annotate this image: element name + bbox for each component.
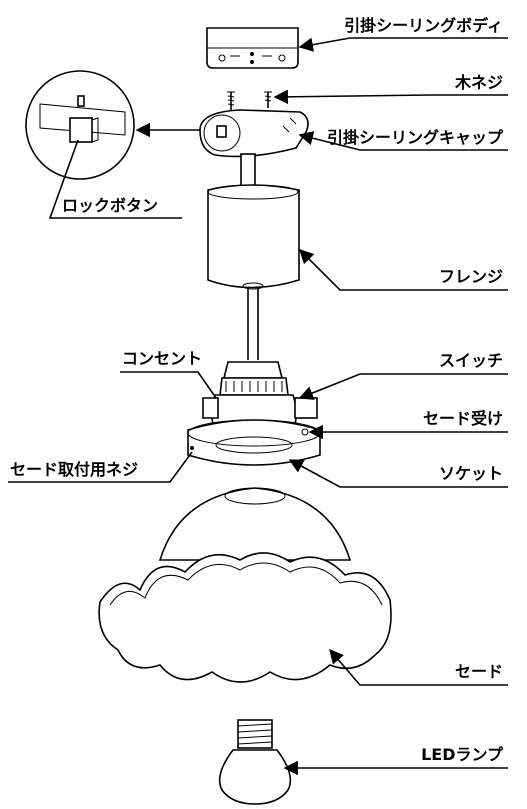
leader-shade-screw bbox=[8, 451, 193, 483]
label-led-lamp: LEDランプ bbox=[421, 745, 504, 764]
lock-button-detail bbox=[25, 70, 135, 180]
ceiling-cap-part bbox=[199, 109, 309, 195]
label-shade: セード bbox=[455, 662, 503, 681]
label-lock-button: ロックボタン bbox=[62, 196, 158, 215]
leader-shade bbox=[329, 648, 508, 686]
label-wood-screw: 木ネジ bbox=[454, 73, 503, 92]
label-shade-holder: セード受け bbox=[423, 409, 503, 428]
shade-part bbox=[98, 487, 392, 683]
flange-part bbox=[207, 184, 300, 360]
leader-ceiling-body bbox=[298, 37, 508, 52]
socket-assembly bbox=[187, 361, 321, 466]
leader-socket bbox=[288, 459, 508, 488]
leader-wood-screw bbox=[273, 89, 508, 105]
label-socket: ソケット bbox=[439, 464, 503, 483]
leader-ceiling-cap bbox=[298, 131, 508, 151]
label-ceiling-body: 引掛シーリングボディ bbox=[344, 16, 503, 35]
leader-switch bbox=[298, 373, 508, 400]
ceiling-body-part bbox=[206, 27, 299, 69]
leader-flange bbox=[298, 248, 508, 291]
label-outlet: コンセント bbox=[122, 349, 202, 368]
leader-lock-button bbox=[48, 139, 182, 219]
label-ceiling-cap: 引掛シーリングキャップ bbox=[327, 128, 504, 147]
label-shade-screw: セード取付用ネジ bbox=[10, 460, 138, 479]
label-flange: フレンジ bbox=[439, 267, 503, 286]
label-switch: スイッチ bbox=[439, 351, 503, 370]
leader-outlet bbox=[120, 371, 217, 399]
wood-screw-part bbox=[227, 91, 272, 110]
led-lamp-part bbox=[218, 719, 292, 805]
